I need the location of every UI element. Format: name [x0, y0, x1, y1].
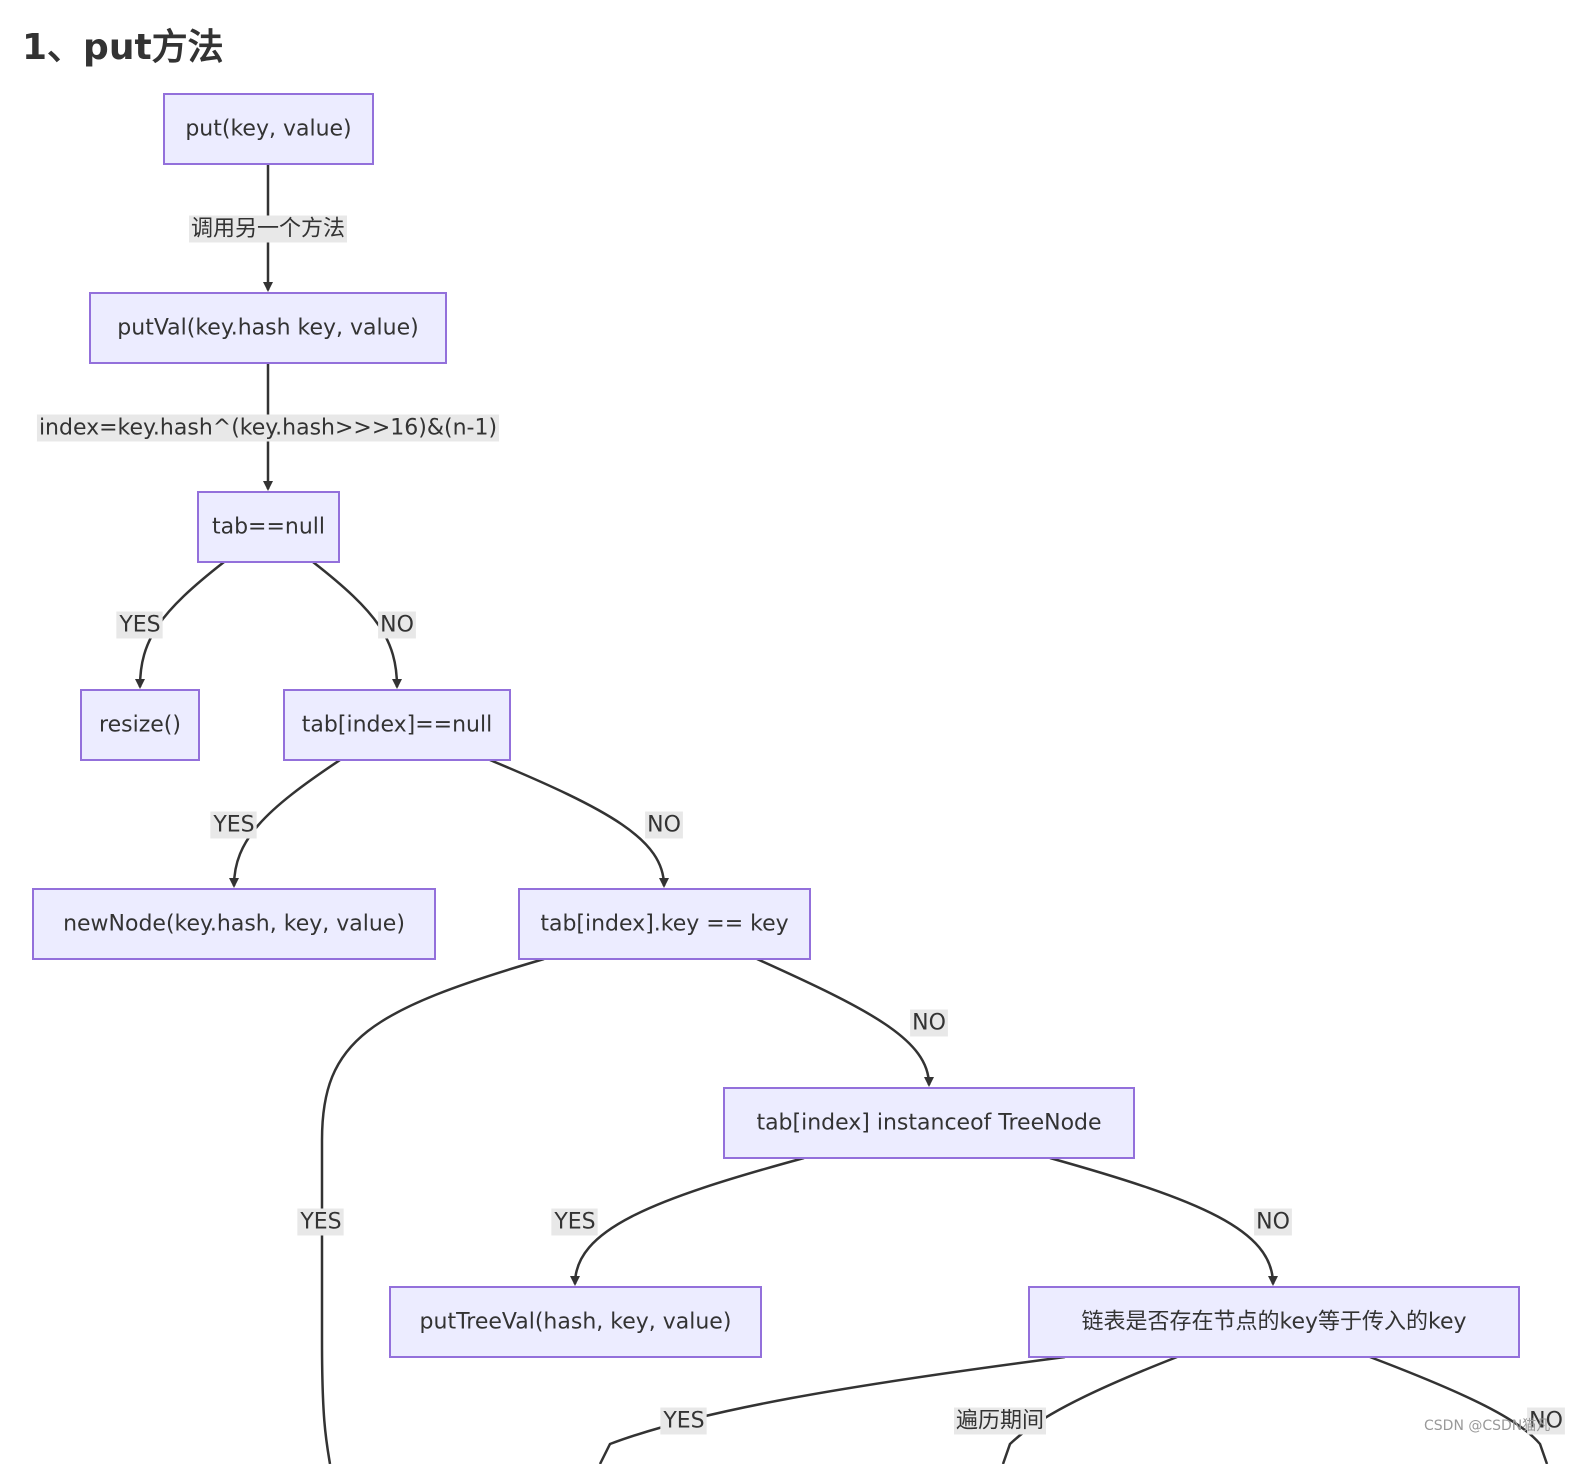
edge-label-text: YES — [662, 1409, 704, 1434]
edge-label-background — [660, 1407, 707, 1435]
edge-label-text: YES — [118, 613, 160, 638]
node-label: putVal(key.hash key, value) — [117, 316, 418, 341]
edge-label-background — [910, 1009, 948, 1037]
node-label: tab==null — [212, 515, 325, 540]
node-label: newNode(key.hash, key, value) — [63, 912, 405, 937]
edge-label-background — [645, 811, 683, 839]
node-tabNull: tab==null — [197, 491, 340, 563]
edge-keyEq-to-treeNode — [756, 957, 934, 1087]
node-box — [1028, 1286, 1520, 1358]
node-label: tab[index].key == key — [540, 912, 788, 937]
edge-label-text: index=key.hash^(key.hash>>>16)&(n-1) — [39, 416, 497, 441]
edge-label-background — [953, 1407, 1047, 1435]
edge-listKey-to-offscreen-bottom-left — [598, 1355, 1066, 1464]
edge-label: NO — [645, 811, 683, 839]
edge-label-text: NO — [912, 1011, 946, 1036]
edge-label: 调用另一个方法 — [188, 215, 348, 243]
edge-label-background — [551, 1208, 598, 1236]
node-tabIndexNull: tab[index]==null — [283, 689, 511, 761]
edge-label: NO — [1527, 1407, 1565, 1435]
edge-treeNode-to-listKey — [1049, 1156, 1278, 1286]
edge-label-background — [1254, 1208, 1292, 1236]
node-box — [32, 888, 436, 960]
edge-label-text: NO — [647, 813, 681, 838]
edge-tabIndexNull-to-keyEq — [489, 758, 669, 888]
edge-tabIndexNull-to-newNode — [229, 758, 341, 888]
node-keyEq: tab[index].key == key — [518, 888, 811, 960]
edge-label-text: YES — [212, 813, 254, 838]
node-box — [723, 1087, 1135, 1159]
node-box — [163, 93, 374, 165]
edge-label-background — [297, 1208, 344, 1236]
node-box — [80, 689, 200, 761]
edge-label-background — [116, 611, 163, 639]
page-title: 1、put方法 — [22, 27, 224, 68]
node-label: tab[index]==null — [302, 713, 492, 738]
node-newNode: newNode(key.hash, key, value) — [32, 888, 436, 960]
node-listKey: 链表是否存在节点的key等于传入的key — [1028, 1286, 1520, 1358]
node-label: put(key, value) — [185, 117, 351, 142]
edge-label-background — [210, 811, 257, 839]
edge-label-text: NO — [1529, 1409, 1563, 1434]
node-label: tab[index] instanceof TreeNode — [756, 1111, 1101, 1136]
edge-listKey-to-offscreen-bottom-right — [1369, 1355, 1549, 1464]
node-resize: resize() — [80, 689, 200, 761]
node-box — [283, 689, 511, 761]
edge-label: YES — [660, 1407, 707, 1435]
node-putVal: putVal(key.hash key, value) — [89, 292, 447, 364]
edge-label-text: YES — [553, 1210, 595, 1235]
edge-label: YES — [210, 811, 257, 839]
edge-label-text: NO — [380, 613, 414, 638]
watermark: CSDN @CSDN猫凡 — [1424, 1418, 1550, 1434]
edge-label: NO — [1254, 1208, 1292, 1236]
node-label: resize() — [99, 713, 181, 738]
edge-label-text: 调用另一个方法 — [191, 217, 345, 242]
node-label: 链表是否存在节点的key等于传入的key — [1081, 1310, 1466, 1335]
node-box — [389, 1286, 762, 1358]
edge-label-text: YES — [299, 1210, 341, 1235]
node-label: putTreeVal(hash, key, value) — [420, 1310, 732, 1335]
edge-label-text: NO — [1256, 1210, 1290, 1235]
node-treeNode: tab[index] instanceof TreeNode — [723, 1087, 1135, 1159]
node-box — [197, 491, 340, 563]
node-box — [89, 292, 447, 364]
edge-keyEq-to-offscreen-left — [320, 957, 545, 1464]
edge-label-background — [378, 611, 416, 639]
edge-label-background — [36, 414, 500, 442]
node-putTreeVal: putTreeVal(hash, key, value) — [389, 1286, 762, 1358]
edge-label-background — [188, 215, 348, 243]
edge-label: 遍历期间 — [953, 1407, 1047, 1435]
edge-treeNode-to-putTreeVal — [570, 1156, 805, 1286]
node-box — [518, 888, 811, 960]
edge-label: YES — [297, 1208, 344, 1236]
node-put: put(key, value) — [163, 93, 374, 165]
edge-label: NO — [910, 1009, 948, 1037]
edge-label: YES — [116, 611, 163, 639]
edge-label: NO — [378, 611, 416, 639]
edge-listKey-to-offscreen-bottom — [1001, 1355, 1178, 1464]
edge-label-text: 遍历期间 — [956, 1409, 1044, 1434]
edge-label: index=key.hash^(key.hash>>>16)&(n-1) — [36, 414, 500, 442]
edge-label-background — [1527, 1407, 1565, 1435]
edge-label: YES — [551, 1208, 598, 1236]
